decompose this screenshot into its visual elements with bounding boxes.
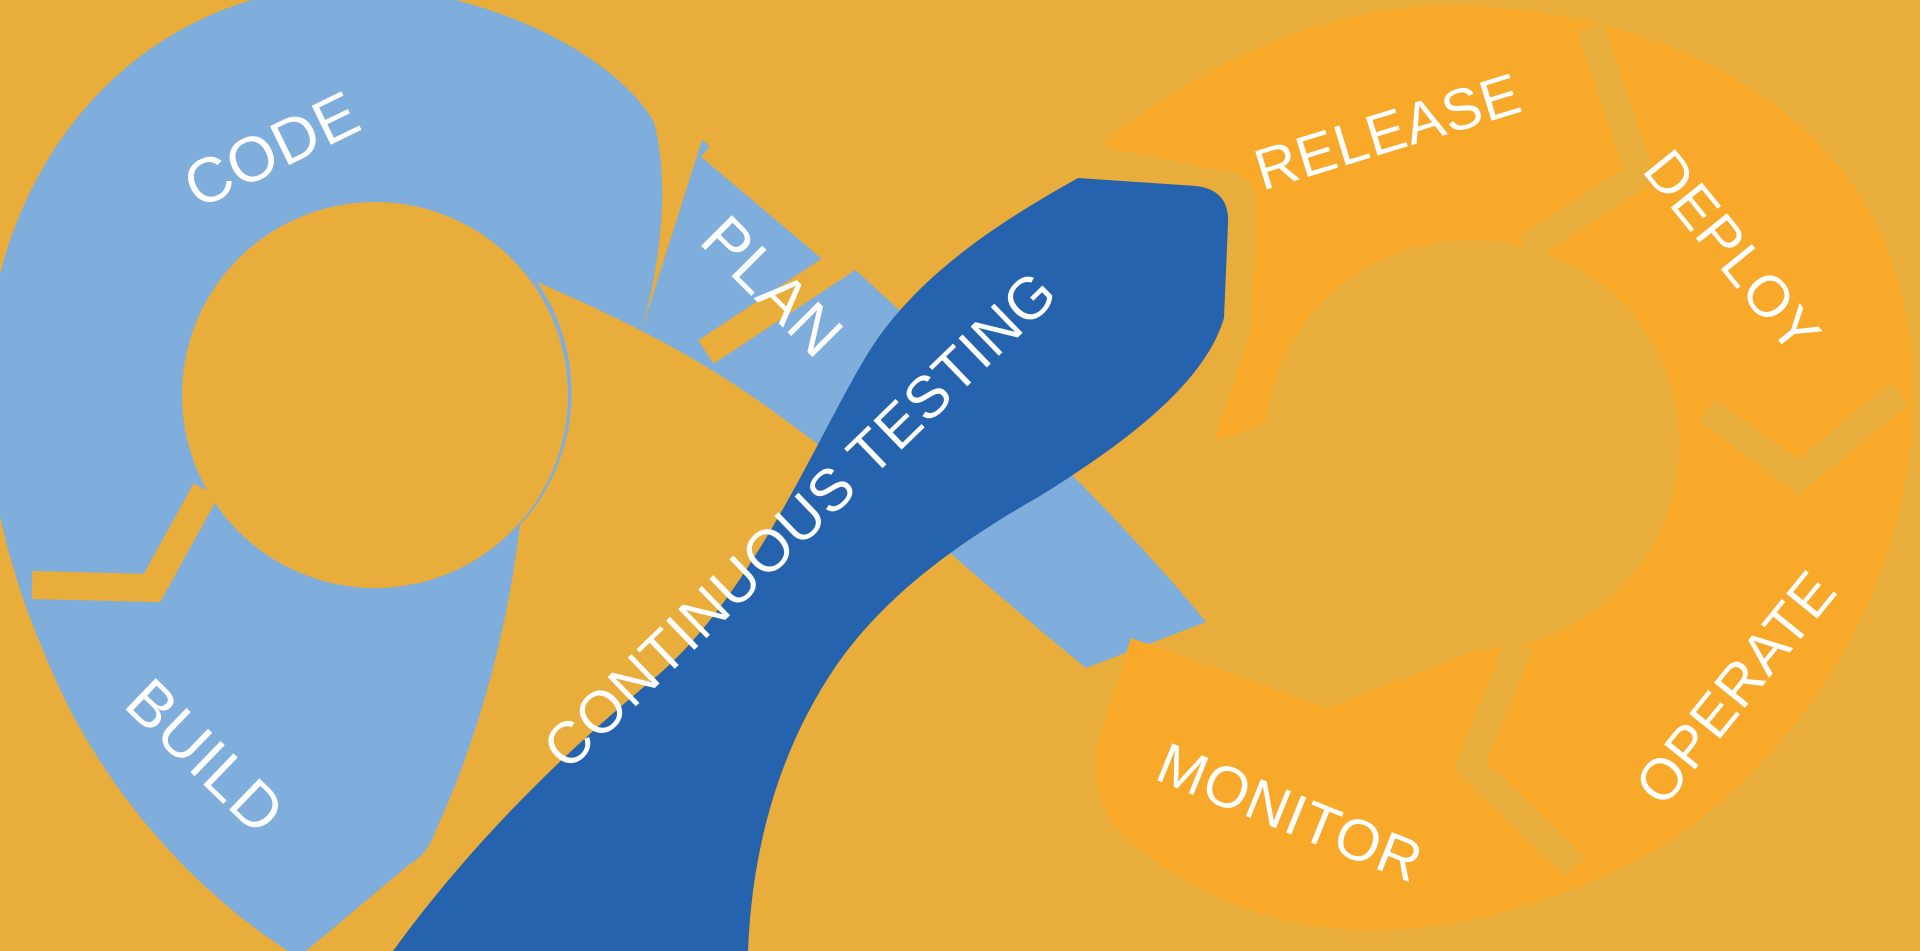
left-loop-shape <box>0 0 1206 951</box>
gap-deploy-operate <box>1698 382 1909 495</box>
gap-code-plan <box>698 135 869 364</box>
right-loop-shape <box>1094 5 1914 931</box>
gap-release-deploy <box>1519 22 1657 260</box>
gap-operate-monitor <box>1453 638 1585 878</box>
continuous-testing-banner <box>393 178 1229 951</box>
gap-code-build <box>31 483 219 603</box>
